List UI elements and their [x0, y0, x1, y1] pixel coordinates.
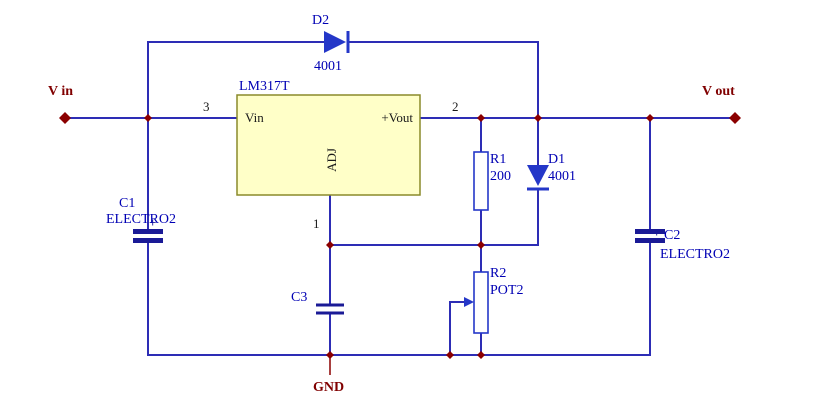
c3-ref-label: C3: [291, 290, 307, 305]
junction-dots: [144, 114, 654, 359]
pin-number-3: 3: [203, 99, 210, 114]
c2-ref-label: C2: [664, 228, 680, 243]
capacitor-c2-bottom-plate: [635, 238, 665, 243]
ic-lm317t: LM317T Vin +Vout ADJ 3 2 1: [203, 79, 459, 231]
capacitor-c3: C3: [291, 290, 344, 315]
diode-d1-icon: [527, 165, 549, 186]
vin-terminal-label: V in: [48, 84, 73, 99]
c1-ref-label: C1: [119, 196, 135, 211]
d1-ref-label: D1: [548, 152, 565, 167]
r2-value-label: POT2: [490, 283, 523, 298]
c2-polarity-label: +: [653, 225, 660, 240]
d2-ref-label: D2: [312, 13, 329, 28]
ic-body: [236, 94, 421, 196]
junction-dot: [477, 351, 485, 359]
junction-dot: [144, 114, 152, 122]
ic-pin-vin-label: Vin: [245, 110, 264, 125]
d1-value-label: 4001: [548, 169, 576, 184]
wires: [64, 41, 736, 356]
capacitor-c1-top-plate: [133, 229, 163, 234]
d2-value-label: 4001: [314, 59, 342, 74]
r1-ref-label: R1: [490, 152, 506, 167]
potentiometer-r2-icon: [473, 271, 489, 334]
potentiometer-wiper-arrow-icon: [464, 297, 474, 307]
terminal-vin-diamond-icon: [59, 112, 71, 124]
ic-pin-vout-label: +Vout: [381, 110, 413, 125]
pin-number-1: 1: [313, 216, 320, 231]
gnd-terminal-label: GND: [313, 380, 344, 395]
vout-terminal-label: V out: [702, 84, 735, 99]
r2-ref-label: R2: [490, 266, 506, 281]
capacitor-c2: + C2 ELECTRO2: [635, 225, 730, 262]
ic-ref-label: LM317T: [239, 79, 290, 94]
junction-dot: [534, 114, 542, 122]
junction-dot: [477, 114, 485, 122]
terminal-vout-diamond-icon: [729, 112, 741, 124]
junction-dot: [477, 241, 485, 249]
c1-value-label: ELECTRO2: [106, 212, 176, 227]
potentiometer-r2: R2 POT2: [464, 266, 523, 334]
diode-d1: D1 4001: [527, 152, 576, 191]
capacitor-c1: + C1 ELECTRO2: [106, 196, 176, 243]
capacitor-c2-top-plate: [635, 229, 665, 234]
junction-dot: [646, 114, 654, 122]
junction-dot: [326, 351, 334, 359]
diode-d2-icon: [324, 31, 346, 53]
r1-value-label: 200: [490, 169, 511, 184]
junction-dot: [446, 351, 454, 359]
c1-polarity-label: +: [149, 215, 156, 230]
junction-dot: [326, 241, 334, 249]
pin-number-2: 2: [452, 99, 459, 114]
wire-top-left: [147, 41, 324, 119]
ic-pin-adj-label: ADJ: [324, 148, 339, 172]
capacitor-c1-bottom-plate: [133, 238, 163, 243]
resistor-r1: R1 200: [473, 151, 511, 211]
c2-value-label: ELECTRO2: [660, 247, 730, 262]
diode-d2: D2 4001: [312, 13, 350, 74]
terminals: V in V out GND: [48, 84, 741, 395]
wire-top-right: [348, 41, 539, 119]
resistor-r1-icon: [473, 151, 489, 211]
